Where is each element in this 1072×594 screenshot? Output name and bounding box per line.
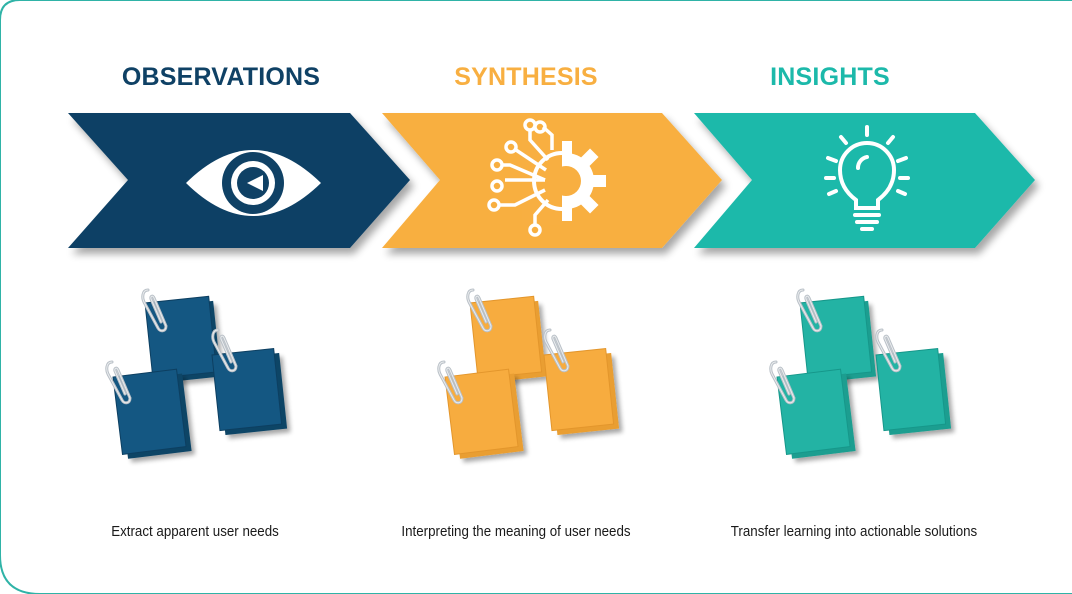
lightbulb-icon [824,125,910,231]
stage-title-insights: INSIGHTS [770,63,890,91]
chevron-insights [694,113,1035,248]
stage-description-observations: Extract apparent user needs [111,524,279,540]
stage-title-synthesis: SYNTHESIS [454,63,598,91]
stage-description-synthesis: Interpreting the meaning of user needs [401,524,631,540]
stage-title-observations: OBSERVATIONS [121,63,321,91]
stage-description-insights: Transfer learning into actionable soluti… [730,524,978,540]
paper-stack-observations [105,288,288,459]
paper-stack-insights [769,288,952,459]
paper-stack-synthesis [437,288,620,459]
circuit-gear-icon [487,118,606,237]
eye-icon [186,150,321,216]
